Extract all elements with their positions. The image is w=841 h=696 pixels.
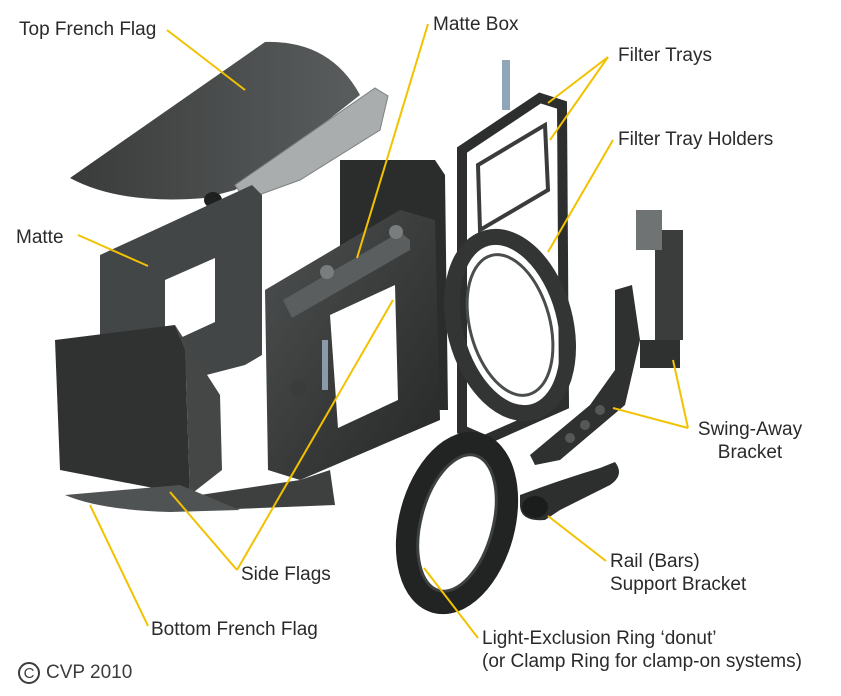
leader-bottom-french-flag [89,504,149,627]
leader-filter-trays-b [549,56,609,141]
label-side-flags: Side Flags [241,564,331,585]
light-exclusion-ring-part [395,431,519,615]
label-bottom-french-flag: Bottom French Flag [151,619,318,640]
leader-matte-box [356,23,429,259]
swing-away-bracket-part [530,210,683,465]
leader-filter-trays-a [547,56,609,104]
leader-top-french-flag [166,29,246,91]
leader-ring [423,567,479,639]
label-filter-tray-holders: Filter Tray Holders [618,129,774,150]
label-swing-away-line1: Swing-Away [697,419,803,440]
label-matte: Matte [16,227,64,248]
leader-matte [77,234,149,267]
label-filter-trays: Filter Trays [618,45,712,66]
label-rail-support-bracket: Rail (Bars) Support Bracket [610,550,746,596]
label-swing-away-line2: Bracket [717,442,783,463]
leader-swing-away-b [612,407,689,429]
leader-lines [77,23,689,639]
rail-support-bracket-part [520,462,619,521]
leader-filter-tray-holders [547,139,614,253]
copyright-text: CVP 2010 [46,662,133,683]
filter-tray-holders-part [443,228,577,422]
leader-swing-away [672,359,689,429]
label-matte-box: Matte Box [433,14,519,35]
label-top-french-flag: Top French Flag [19,19,157,40]
label-ring-line1: Light-Exclusion Ring ‘donut’ [482,628,717,649]
leader-rail-bracket [547,515,607,562]
label-swing-away-bracket: Swing-Away Bracket [690,418,810,464]
leader-side-flags-a [169,491,238,571]
filter-trays-part [457,60,570,446]
label-ring-line2: (or Clamp Ring for clamp-on systems) [482,651,802,672]
copyright-icon: C [18,662,40,684]
leader-side-flags-b [236,299,394,571]
bottom-french-flag-part [65,485,240,512]
side-flags-part [55,325,335,510]
label-rail-line1: Rail (Bars) [610,551,700,572]
label-rail-line2: Support Bracket [610,574,747,595]
copyright-notice: C CVP 2010 [18,662,132,684]
label-light-exclusion-ring: Light-Exclusion Ring ‘donut’ (or Clamp R… [482,627,802,673]
matte-box-part [265,210,440,480]
